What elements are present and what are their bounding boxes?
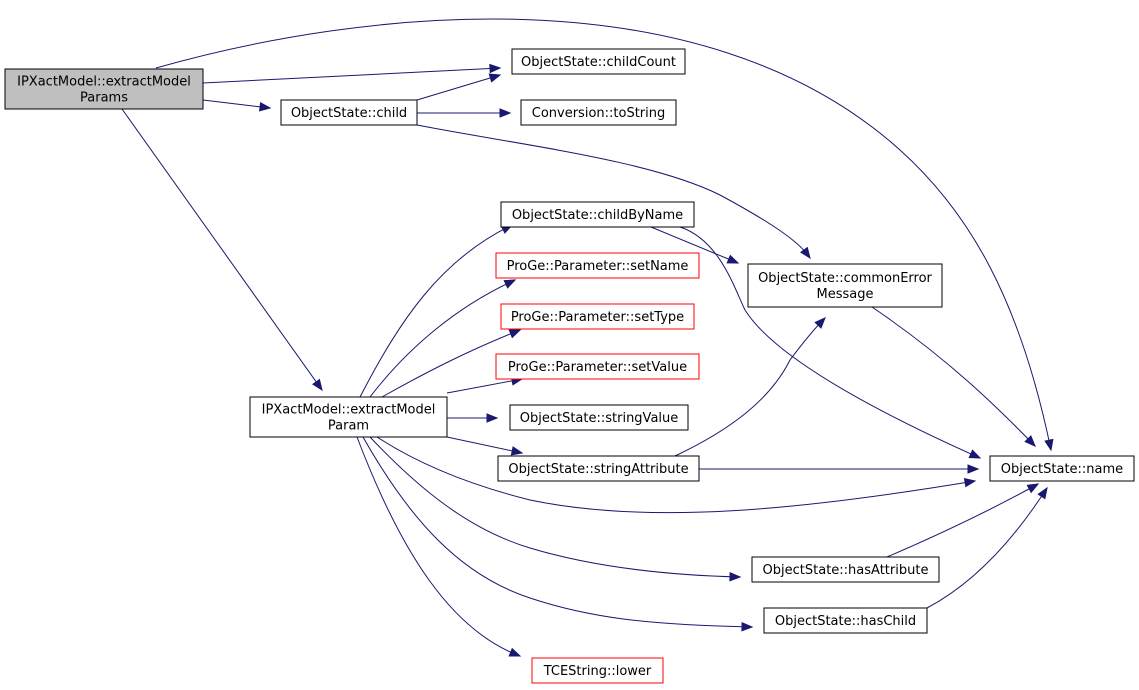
node-box (531, 657, 664, 684)
node-label: IPXactModel::extractModel (262, 403, 436, 418)
node-label: ProGe::Parameter::setValue (508, 360, 687, 375)
node-stringValue[interactable]: ObjectState::stringValue (509, 404, 689, 431)
edge-root-to-childCount-arrowhead (489, 63, 502, 74)
node-label: Param (328, 419, 369, 434)
node-box (509, 404, 689, 431)
node-label: ObjectState::childCount (521, 55, 676, 70)
node-stringAttribute[interactable]: ObjectState::stringAttribute (497, 455, 700, 482)
node-label: ObjectState::commonError (758, 271, 932, 286)
edge-extractParam-to-name-arrowhead (963, 478, 977, 488)
edge-child-to-commonError-arrowhead (799, 246, 811, 260)
node-lower[interactable]: TCEString::lower (531, 657, 664, 684)
node-label: Params (80, 91, 128, 106)
node-box (511, 48, 686, 75)
node-box (520, 99, 677, 126)
node-label: TCEString::lower (543, 664, 652, 679)
edge-extractParam-to-lower (356, 436, 521, 657)
edge-root-to-child (202, 99, 271, 109)
node-name[interactable]: ObjectState::name (989, 455, 1135, 482)
node-label: IPXactModel::extractModel (17, 75, 191, 90)
edge-commonError-to-name (871, 306, 1036, 447)
edge-hasAttribute-to-name-arrowhead (1026, 483, 1040, 494)
node-label: ObjectState::childByName (512, 208, 683, 223)
node-label: ObjectState::hasAttribute (763, 563, 929, 578)
node-box (249, 396, 448, 438)
node-box (500, 303, 695, 330)
node-childCount[interactable]: ObjectState::childCount (511, 48, 686, 75)
edge-root-to-extractParam (121, 108, 323, 391)
edge-stringAttribute-to-name-arrowhead (967, 464, 980, 474)
edge-root-to-name (155, 18, 1052, 451)
node-label: ObjectState::name (1001, 462, 1123, 477)
edge-commonError-to-name-arrowhead (1024, 435, 1036, 447)
edge-child-to-toString-arrowhead (499, 108, 512, 118)
edge-childByName-to-name (679, 226, 981, 459)
edge-extractParam-to-lower-arrowhead (508, 647, 522, 657)
edge-root-to-name-arrowhead (1044, 438, 1054, 452)
edge-extractParam-to-setName (369, 279, 516, 398)
edge-extractParam-to-setType (381, 329, 521, 398)
edge-hasChild-to-name (926, 487, 1048, 609)
node-label: ObjectState::stringValue (520, 411, 679, 426)
edge-extractParam-to-stringAttribute (446, 436, 523, 454)
edge-extractParam-to-stringAttribute-arrowhead (510, 446, 524, 456)
edge-root-to-child-arrowhead (259, 102, 272, 112)
edges (121, 18, 1054, 657)
node-box (763, 607, 928, 634)
node-label: ObjectState::hasChild (775, 614, 916, 629)
edge-extractParam-to-hasAttribute-arrowhead (729, 571, 742, 582)
node-hasChild[interactable]: ObjectState::hasChild (763, 607, 928, 634)
edge-childByName-to-name-arrowhead (968, 449, 982, 459)
edge-extractParam-to-hasAttribute (369, 436, 741, 578)
node-label: Message (817, 287, 874, 302)
edge-hasAttribute-to-name (886, 483, 1039, 558)
edge-extractParam-to-setName-arrowhead (503, 279, 517, 289)
node-label: ProGe::Parameter::setType (511, 310, 684, 325)
edge-stringAttribute-to-commonError (674, 317, 826, 457)
edge-root-to-childCount (202, 67, 501, 84)
node-box (500, 201, 695, 228)
edge-stringAttribute-to-commonError-arrowhead (814, 317, 826, 329)
node-setName[interactable]: ProGe::Parameter::setName (495, 252, 700, 279)
edge-extractParam-to-childByName (359, 224, 513, 398)
edge-hasChild-to-name-arrowhead (1037, 486, 1048, 500)
edge-childByName-to-commonError-arrowhead (726, 254, 740, 264)
node-box (4, 68, 204, 110)
edge-extractParam-to-stringValue-arrowhead (486, 413, 499, 423)
node-box (497, 455, 700, 482)
node-setValue[interactable]: ProGe::Parameter::setValue (495, 353, 700, 380)
edge-child-to-commonError (416, 124, 811, 259)
node-box (495, 252, 700, 279)
node-box (495, 353, 700, 380)
node-hasAttribute[interactable]: ObjectState::hasAttribute (751, 556, 940, 583)
edge-childByName-to-commonError (650, 226, 739, 264)
nodes: IPXactModel::extractModelParamsObjectSta… (4, 48, 1135, 684)
node-box (751, 556, 940, 583)
node-label: ObjectState::stringAttribute (508, 462, 688, 477)
node-label: Conversion::toString (532, 106, 666, 121)
node-child[interactable]: ObjectState::child (280, 99, 418, 126)
node-setType[interactable]: ProGe::Parameter::setType (500, 303, 695, 330)
edge-extractParam-to-hasChild (362, 436, 753, 628)
node-box (747, 263, 943, 308)
edge-extractParam-to-setType-arrowhead (508, 329, 522, 339)
edge-child-to-childCount (416, 74, 501, 101)
node-childByName[interactable]: ObjectState::childByName (500, 201, 695, 228)
node-label: ProGe::Parameter::setName (507, 259, 689, 274)
edge-child-to-childCount-arrowhead (488, 73, 502, 83)
node-label: ObjectState::child (291, 106, 407, 121)
node-box (989, 455, 1135, 482)
node-toString[interactable]: Conversion::toString (520, 99, 677, 126)
node-box (280, 99, 418, 126)
edge-extractParam-to-setValue (446, 378, 523, 394)
edge-root-to-extractParam-arrowhead (312, 378, 323, 392)
edge-extractParam-to-name (376, 436, 976, 514)
edge-extractParam-to-hasChild-arrowhead (741, 622, 754, 632)
